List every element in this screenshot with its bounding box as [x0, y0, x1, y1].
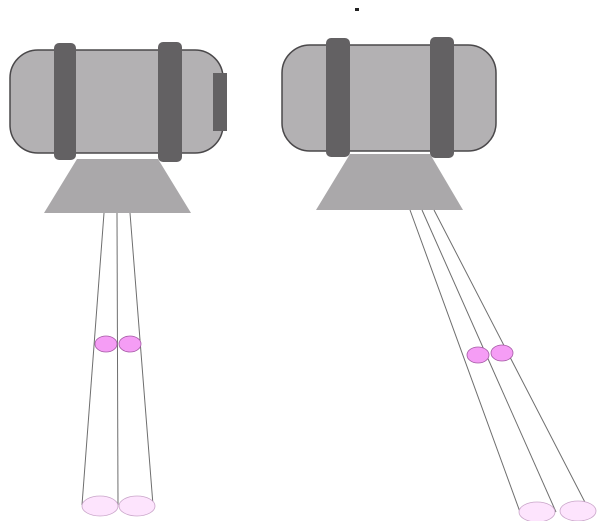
left-ray-center — [116, 212, 119, 506]
right-far-dot-2 — [559, 500, 597, 521]
left-projector-band-left — [54, 43, 76, 160]
left-projector — [9, 42, 227, 517]
right-projector-nozzle — [316, 154, 463, 210]
right-far-dot-1 — [518, 501, 556, 521]
top-mark — [355, 8, 359, 11]
left-ray-outer-left — [81, 212, 105, 506]
left-far-dot-1 — [81, 495, 119, 517]
left-near-dot-2 — [118, 335, 142, 353]
left-near-dot-1 — [94, 335, 118, 353]
right-projector-band-left — [326, 38, 350, 157]
left-ray-outer-right — [129, 212, 154, 506]
right-ray-center — [421, 209, 557, 513]
right-near-dot-2 — [490, 344, 514, 362]
left-projector-band-right — [158, 42, 182, 162]
left-projector-housing — [9, 49, 224, 154]
right-projector-band-right — [430, 37, 454, 158]
right-projector-housing — [281, 44, 497, 152]
right-ray-outer-left — [409, 209, 521, 513]
left-projector-nozzle — [44, 159, 191, 213]
left-far-dot-2 — [118, 495, 156, 517]
right-ray-outer-right — [433, 209, 591, 513]
left-projector-end-cap — [213, 73, 227, 131]
right-projector — [281, 37, 597, 521]
right-near-dot-1 — [466, 346, 490, 364]
